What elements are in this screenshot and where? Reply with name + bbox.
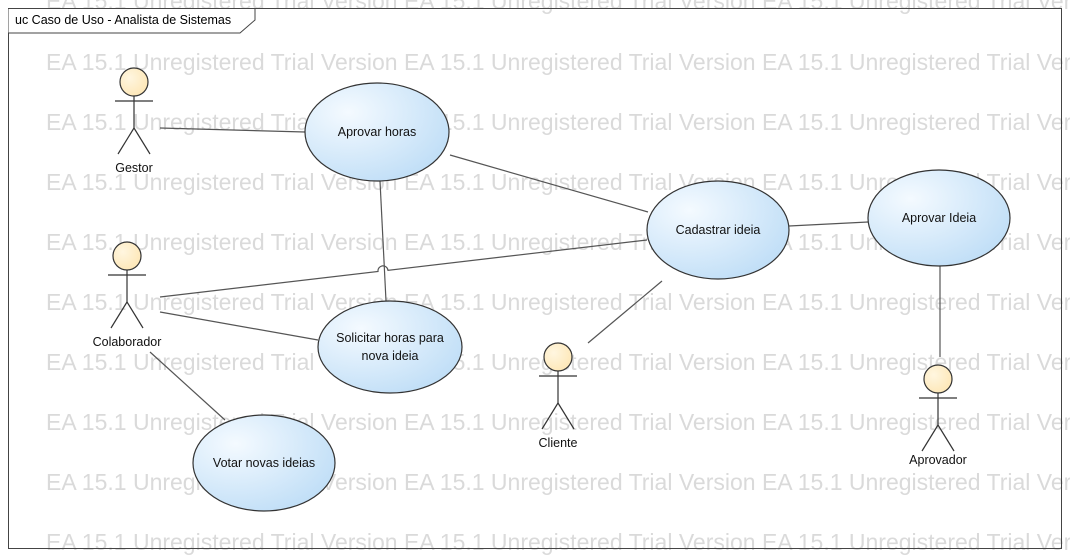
actor-colaborador[interactable]: Colaborador	[93, 241, 162, 349]
usecase-ellipse[interactable]	[646, 180, 790, 280]
association-aprovar-horas-solicitar-horas	[379, 180, 387, 302]
usecase-solicitar-horas[interactable]: Solicitar horas para nova ideia	[317, 300, 463, 394]
stick-figure-icon	[108, 241, 146, 329]
stick-figure-icon	[539, 342, 577, 430]
usecase-label: Votar novas ideias	[213, 456, 315, 470]
usecase-votar-ideias[interactable]: Votar novas ideias	[192, 414, 336, 512]
usecase-ellipse[interactable]	[304, 82, 450, 182]
usecase-label: Cadastrar ideia	[676, 223, 761, 237]
stick-figure-icon	[115, 67, 153, 155]
usecase-ellipse[interactable]	[867, 169, 1011, 267]
stick-figure-icon	[919, 364, 957, 452]
watermark-row: EA 15.1 Unregistered Trial Version EA 15…	[46, 109, 1070, 135]
usecase-label: Solicitar horas para	[336, 331, 444, 345]
usecase-ellipse[interactable]	[192, 414, 336, 512]
usecase-label: nova ideia	[362, 349, 419, 363]
usecase-cadastrar-ideia[interactable]: Cadastrar ideia	[646, 180, 790, 280]
watermark-row: EA 15.1 Unregistered Trial Version EA 15…	[46, 529, 1070, 555]
actor-cliente[interactable]: Cliente	[539, 342, 578, 450]
actor-label: Colaborador	[93, 335, 162, 349]
association-cadastrar-ideia-aprovar-ideia	[788, 221, 869, 227]
watermark-row: EA 15.1 Unregistered Trial Version EA 15…	[46, 289, 1070, 315]
watermark-row: EA 15.1 Unregistered Trial Version EA 15…	[46, 0, 1070, 14]
association-aprovar-horas-cadastrar-ideia	[449, 154, 649, 213]
association-colaborador-cadastrar-ideia	[159, 239, 648, 298]
association-colaborador-solicitar-horas	[159, 311, 319, 341]
actor-gestor[interactable]: Gestor	[115, 67, 153, 175]
associations	[149, 127, 941, 421]
usecase-ellipse[interactable]	[317, 300, 463, 394]
association-colaborador-votar-ideias	[149, 351, 226, 421]
usecase-aprovar-ideia[interactable]: Aprovar Ideia	[867, 169, 1011, 267]
watermark-row: EA 15.1 Unregistered Trial Version EA 15…	[46, 409, 1070, 435]
frame-title: uc Caso de Uso - Analista de Sistemas	[15, 13, 231, 27]
actor-label: Cliente	[539, 436, 578, 450]
usecase-aprovar-horas[interactable]: Aprovar horas	[304, 82, 450, 182]
usecase-label: Aprovar Ideia	[902, 211, 976, 225]
usecase-label: Aprovar horas	[338, 125, 417, 139]
diagram-frame: uc Caso de Uso - Analista de Sistemas	[8, 8, 1062, 549]
association-cliente-cadastrar-ideia	[587, 280, 663, 344]
actor-aprovador[interactable]: Aprovador	[909, 364, 967, 467]
association-gestor-aprovar-horas	[159, 127, 306, 133]
actor-label: Gestor	[115, 161, 153, 175]
actor-label: Aprovador	[909, 453, 967, 467]
watermark-row: EA 15.1 Unregistered Trial Version EA 15…	[46, 49, 1070, 75]
